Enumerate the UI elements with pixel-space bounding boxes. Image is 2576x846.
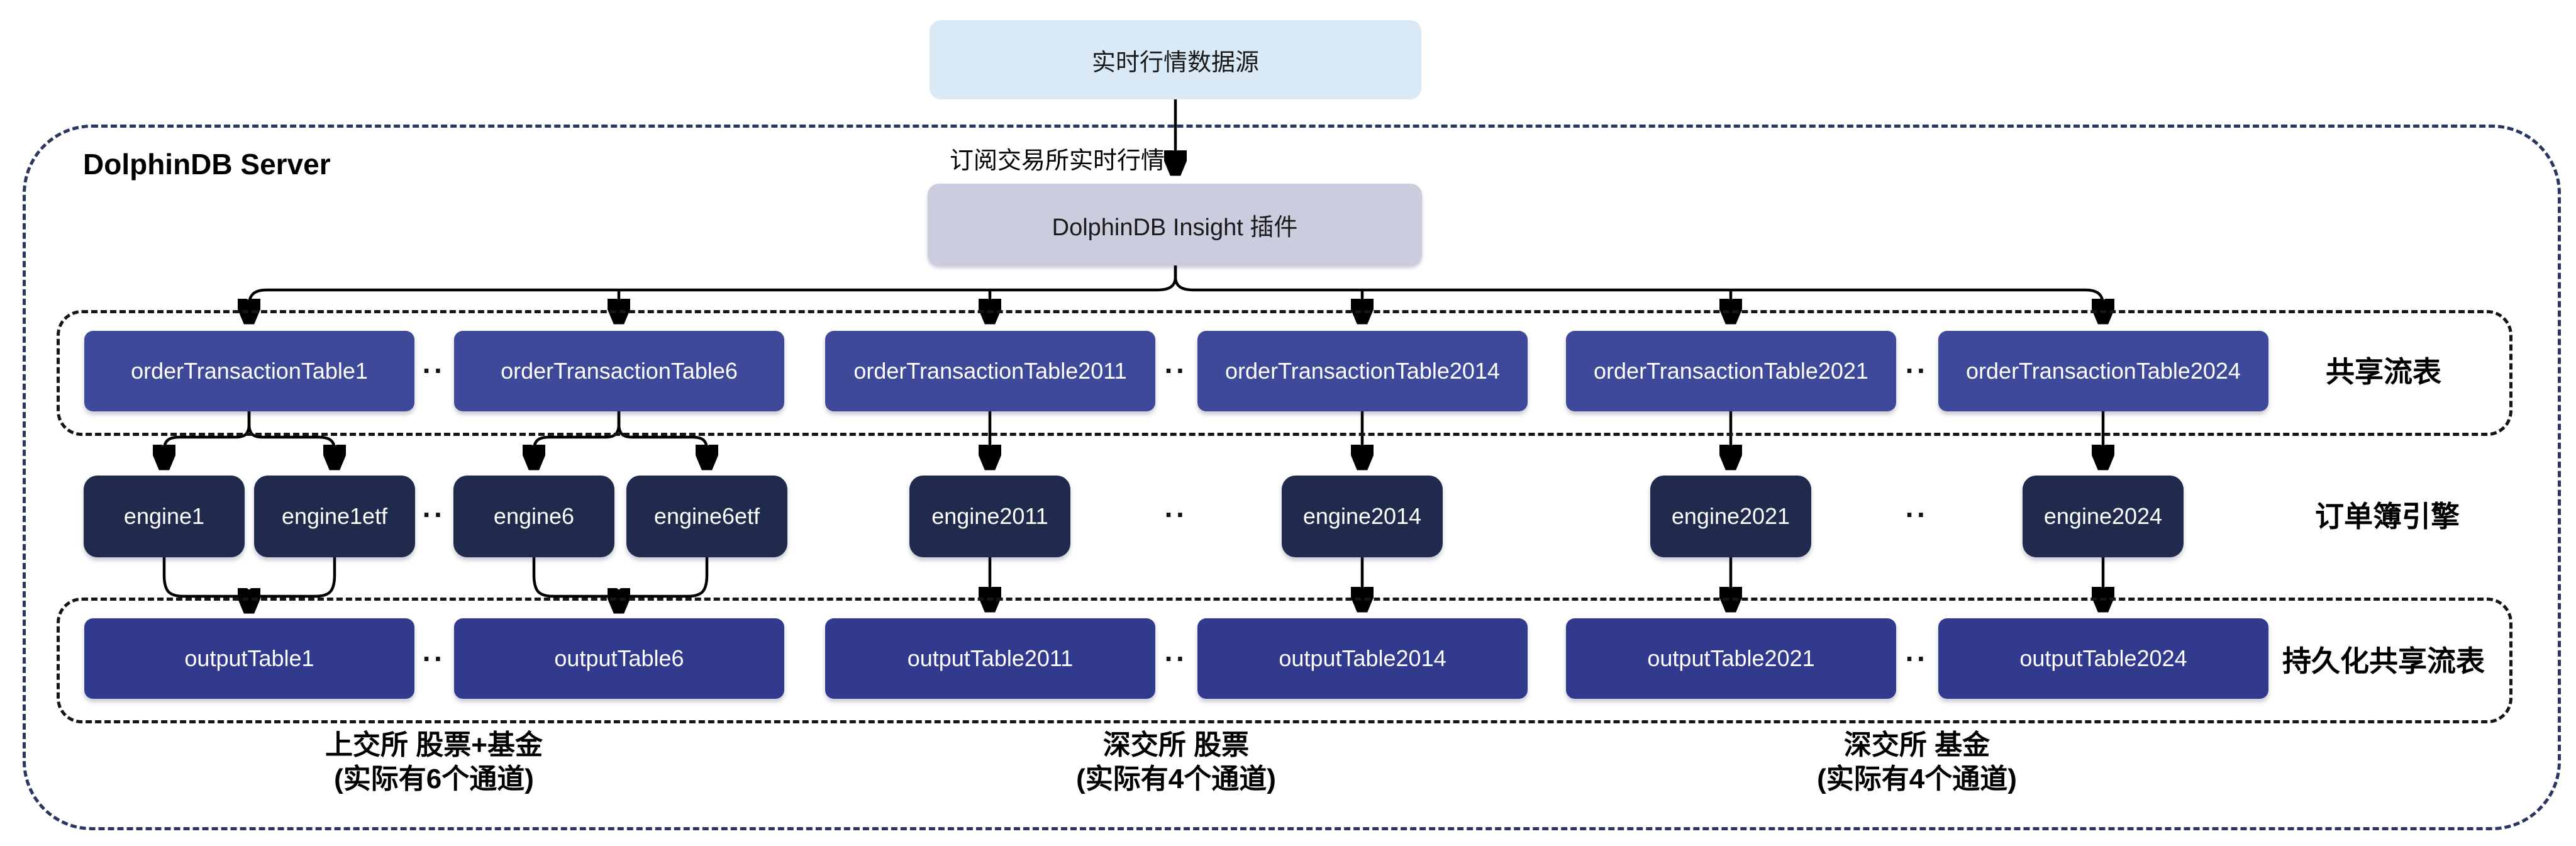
- engine-6etf-label: engine6etf: [653, 503, 760, 529]
- arrow-plugin-fan-right: [1174, 265, 2103, 322]
- engine-2011: engine2011: [909, 476, 1070, 557]
- output-table-2014: outputTable2014: [1197, 618, 1528, 699]
- arrow-engine1-merge: [162, 557, 238, 598]
- ellipsis-shared-2: ··: [1164, 354, 1188, 387]
- dolphindb-server-container: [23, 125, 2561, 830]
- engine-1: engine1: [84, 476, 245, 557]
- engine-6-label: engine6: [493, 503, 575, 529]
- arrow-engine6-merge: [532, 557, 608, 598]
- engine-2024: engine2024: [2023, 476, 2184, 557]
- shared-row-label: 共享流表: [2326, 355, 2441, 388]
- engine-1etf: engine1etf: [254, 476, 415, 557]
- engine-2014: engine2014: [1282, 476, 1443, 557]
- output-table-2021-label: outputTable2021: [1647, 645, 1815, 671]
- source-label: 实时行情数据源: [1091, 49, 1259, 76]
- output-table-2024: outputTable2024: [1938, 618, 2268, 699]
- shared-row-container: [57, 310, 2512, 436]
- arrow-table1-to-engine1etf: [247, 411, 335, 468]
- shared-table-2024-label: orderTransactionTable2024: [1966, 358, 2241, 384]
- output-row-container: [57, 598, 2512, 723]
- group-label-szse-fund-line2: (实际有4个通道): [1817, 764, 2017, 794]
- engine-row-label: 订单簿引擎: [2315, 500, 2460, 533]
- shared-table-2021: orderTransactionTable2021: [1566, 331, 1896, 411]
- shared-table-6: orderTransactionTable6: [454, 331, 784, 411]
- group-label-szse-stock-line2: (实际有4个通道): [1076, 764, 1276, 794]
- output-row-label: 持久化共享流表: [2282, 645, 2485, 677]
- ellipsis-output-1: ··: [422, 642, 446, 675]
- group-label-sse-line2: (实际有6个通道): [334, 764, 534, 794]
- shared-table-2011: orderTransactionTable2011: [825, 331, 1155, 411]
- shared-table-6-label: orderTransactionTable6: [501, 358, 738, 384]
- arrow-engine6etf-merge: [630, 557, 709, 598]
- output-table-1: outputTable1: [84, 618, 414, 699]
- output-table-2011-label: outputTable2011: [907, 645, 1074, 671]
- output-table-1-label: outputTable1: [184, 645, 314, 671]
- shared-table-2014-label: orderTransactionTable2014: [1225, 358, 1500, 384]
- ellipsis-shared-1: ··: [422, 354, 446, 387]
- output-table-2021: outputTable2021: [1566, 618, 1896, 699]
- engine-1etf-label: engine1etf: [281, 503, 388, 529]
- group-label-szse-fund: 深交所 基金 (实际有4个通道): [1817, 728, 2017, 796]
- subscribe-label: 订阅交易所实时行情: [949, 148, 1165, 174]
- output-table-2014-label: outputTable2014: [1279, 645, 1446, 671]
- engine-6: engine6: [453, 476, 614, 557]
- output-table-2024-label: outputTable2024: [2019, 645, 2187, 671]
- group-label-szse-stock: 深交所 股票 (实际有4个通道): [1076, 728, 1276, 796]
- ellipsis-output-3: ··: [1905, 642, 1929, 675]
- engine-2021: engine2021: [1650, 476, 1811, 557]
- group-label-sse: 上交所 股票+基金 (实际有6个通道): [325, 728, 543, 796]
- shared-table-2014: orderTransactionTable2014: [1197, 331, 1528, 411]
- shared-table-2024: orderTransactionTable2024: [1938, 331, 2268, 411]
- shared-table-2011-label: orderTransactionTable2011: [853, 358, 1127, 384]
- group-label-szse-stock-line1: 深交所 股票: [1102, 730, 1250, 760]
- plugin-box: DolphinDB Insight 插件: [928, 184, 1422, 265]
- shared-table-2021-label: orderTransactionTable2021: [1594, 358, 1868, 384]
- ellipsis-engine-3: ··: [1905, 498, 1929, 531]
- arrow-engine1etf-merge: [260, 557, 336, 598]
- arrow-table6-to-engine6etf: [617, 411, 707, 468]
- arrow-plugin-fan-left: [249, 265, 1177, 322]
- shared-table-1-label: orderTransactionTable1: [131, 358, 368, 384]
- group-label-sse-line1: 上交所 股票+基金: [325, 730, 543, 760]
- output-table-2011: outputTable2011: [825, 618, 1155, 699]
- server-title: DolphinDB Server: [83, 148, 331, 181]
- ellipsis-output-2: ··: [1164, 642, 1188, 675]
- engine-2014-label: engine2014: [1302, 503, 1422, 529]
- engine-2024-label: engine2024: [2043, 503, 2163, 529]
- source-box: 实时行情数据源: [930, 20, 1421, 99]
- ellipsis-engine-2: ··: [1164, 498, 1188, 531]
- output-table-6: outputTable6: [454, 618, 784, 699]
- plugin-label: DolphinDB Insight 插件: [1052, 214, 1298, 241]
- engine-2011-label: engine2011: [931, 503, 1048, 529]
- shared-table-1: orderTransactionTable1: [84, 331, 414, 411]
- engine-6etf: engine6etf: [626, 476, 787, 557]
- engine-2021-label: engine2021: [1671, 503, 1790, 529]
- group-label-szse-fund-line1: 深交所 基金: [1843, 730, 1990, 760]
- ellipsis-shared-3: ··: [1905, 354, 1929, 387]
- output-table-6-label: outputTable6: [554, 645, 684, 671]
- engine-1-label: engine1: [123, 503, 205, 529]
- ellipsis-engine-1: ··: [422, 498, 446, 531]
